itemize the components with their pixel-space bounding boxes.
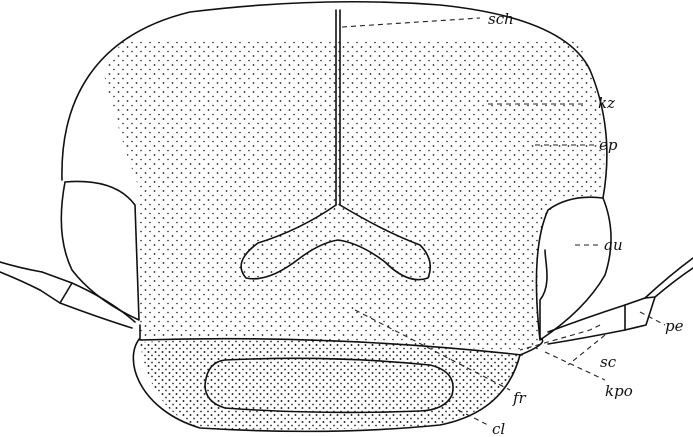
right-compound-eye bbox=[536, 197, 611, 340]
label-sch: sch bbox=[488, 10, 514, 28]
label-sc: sc bbox=[600, 353, 617, 371]
label-pe: pe bbox=[665, 317, 684, 335]
label-kpo: kpo bbox=[605, 382, 633, 400]
left-compound-eye bbox=[61, 181, 139, 320]
stipple-texture bbox=[100, 40, 610, 435]
label-cl: cl bbox=[492, 420, 505, 437]
label-fr: fr bbox=[512, 389, 527, 407]
label-ep: ep bbox=[599, 136, 618, 154]
label-au: au bbox=[604, 236, 623, 254]
left-antenna bbox=[0, 262, 135, 328]
label-kz: kz bbox=[598, 94, 615, 112]
